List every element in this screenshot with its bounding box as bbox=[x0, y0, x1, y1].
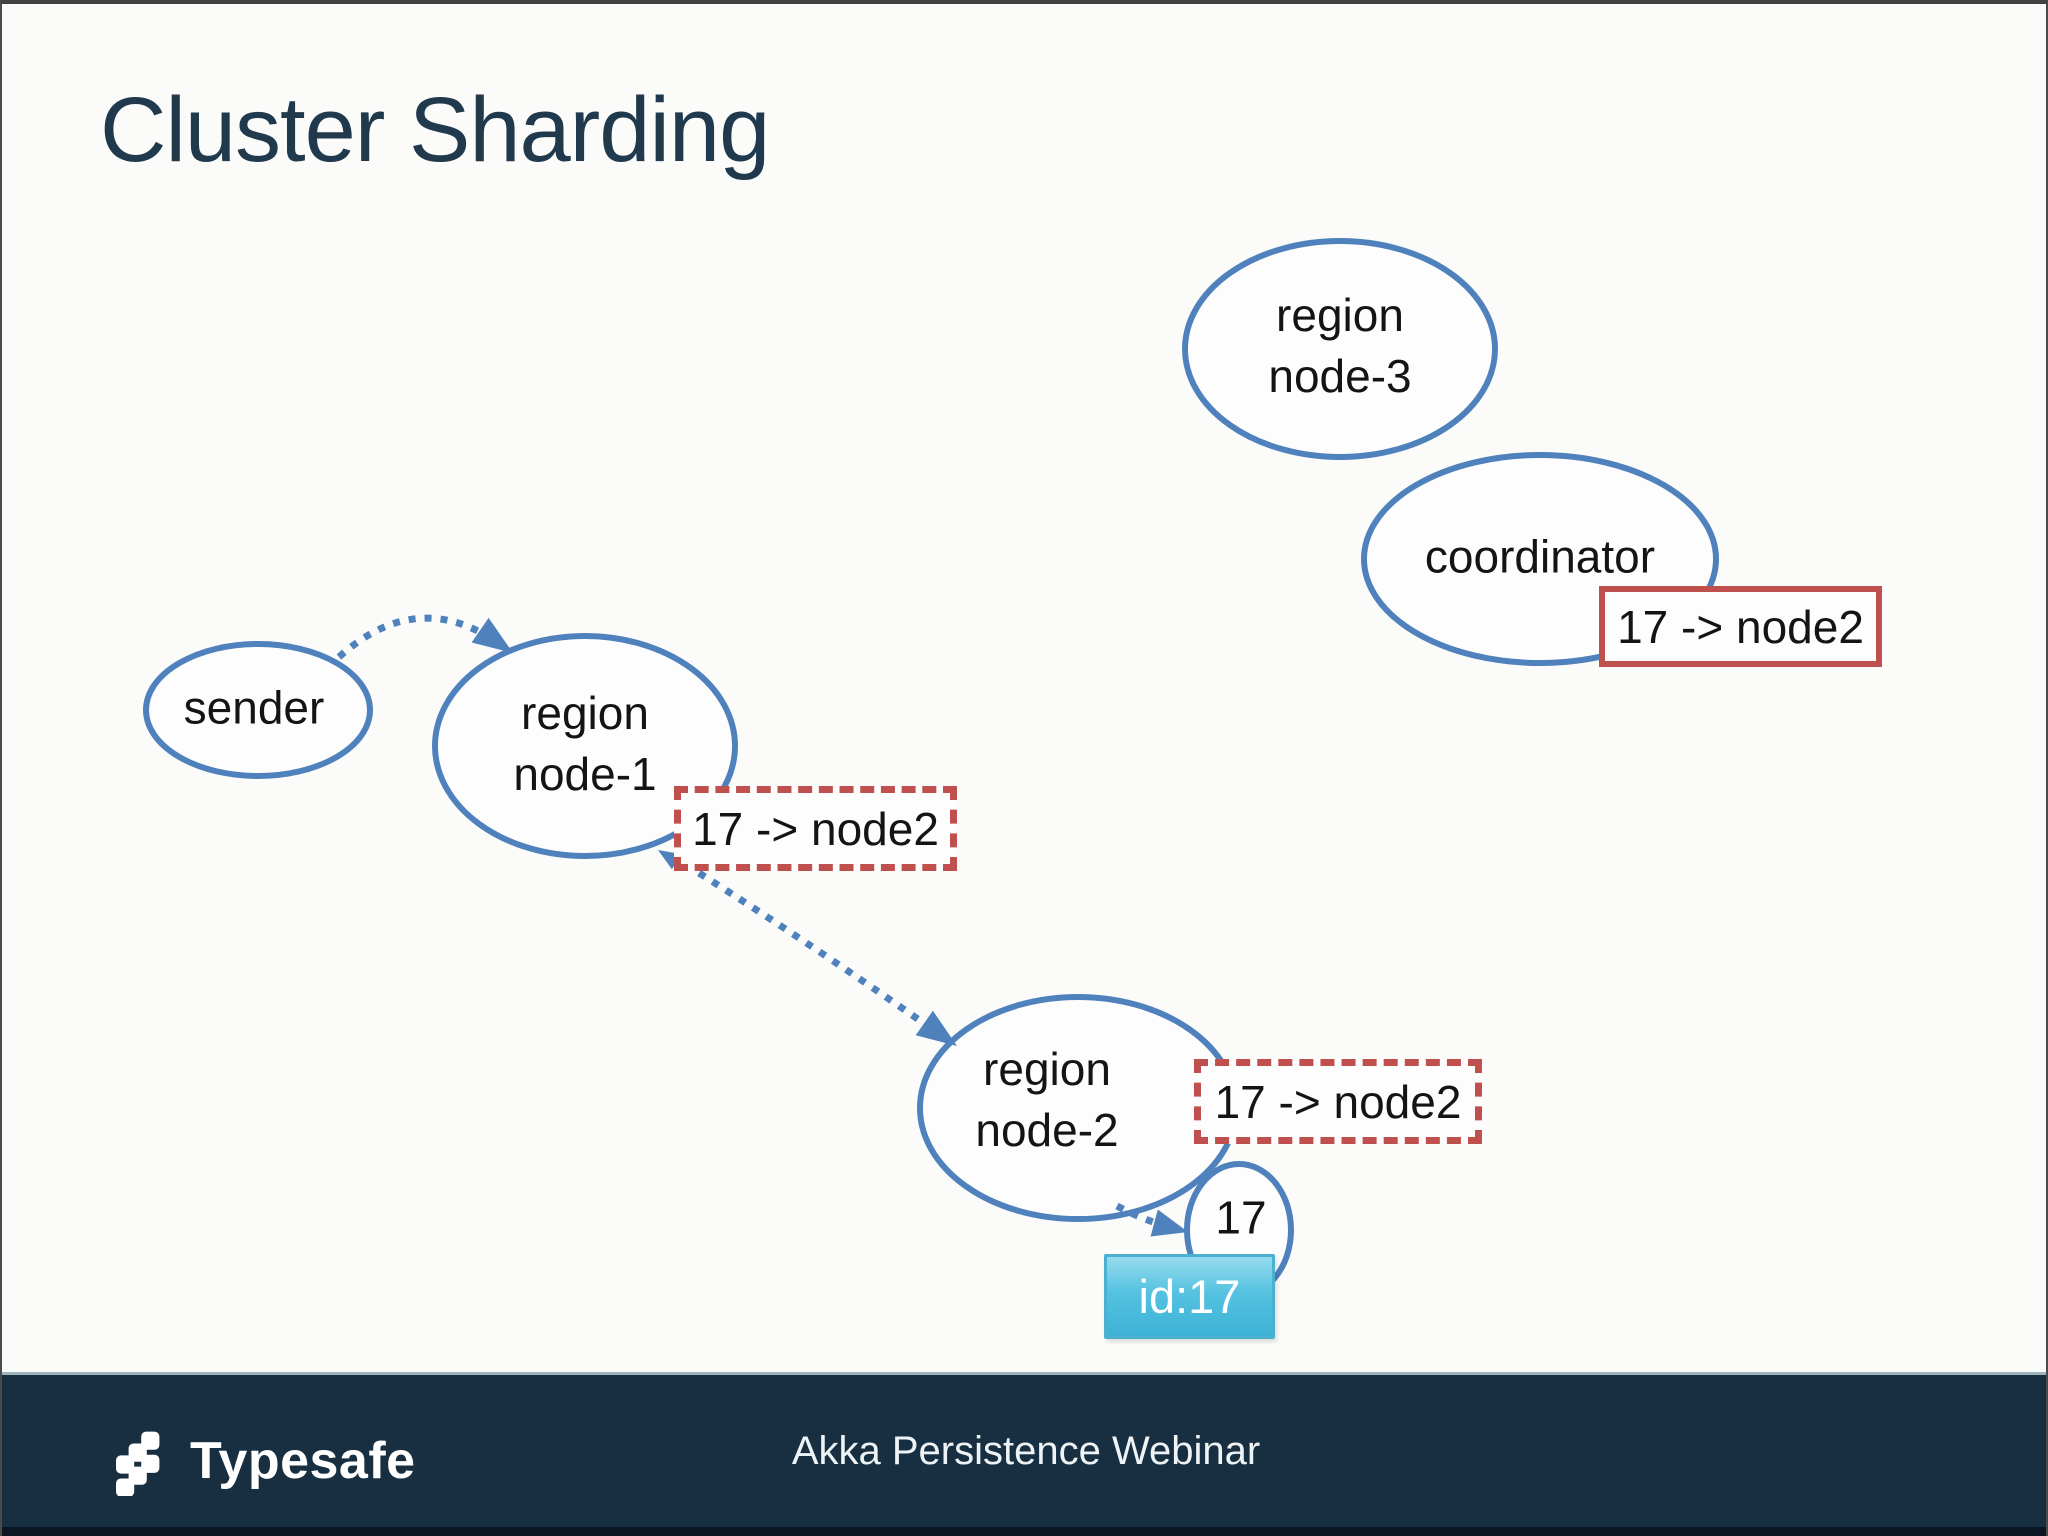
brand-name: Typesafe bbox=[190, 1432, 416, 1490]
page-title: Cluster Sharding bbox=[100, 79, 770, 181]
typesafe-brand: Typesafe bbox=[102, 1425, 416, 1497]
entity-id-badge: id:17 bbox=[1104, 1254, 1275, 1339]
footer-bottom-strip bbox=[2, 1527, 2046, 1536]
coordinator-mapping-badge: 17 -> node2 bbox=[1599, 586, 1882, 667]
arrow-node1-to-node2 bbox=[670, 853, 945, 1039]
typesafe-logo-icon bbox=[116, 1431, 160, 1496]
sender-label: sender bbox=[183, 681, 325, 734]
footer-bar: Akka Persistence Webinar Typesafe bbox=[2, 1372, 2046, 1536]
sender-ellipse bbox=[143, 641, 373, 779]
region-node3-label: region node-3 bbox=[1268, 289, 1412, 402]
footer-caption: Akka Persistence Webinar bbox=[791, 1428, 1261, 1473]
node1-mapping-badge: 17 -> node2 bbox=[674, 786, 957, 871]
shard17-label: 17 bbox=[1215, 1191, 1267, 1244]
arrowhead-node1-to-node2 bbox=[915, 1010, 957, 1046]
region-node1-ellipse bbox=[432, 633, 738, 859]
coordinator-label: coordinator bbox=[1424, 530, 1656, 583]
cluster-diagram bbox=[143, 238, 1719, 1299]
arrowhead-node2-to-shard17 bbox=[1150, 1209, 1188, 1237]
region-node1-label: region node-1 bbox=[513, 687, 657, 800]
region-node2-label: region node-2 bbox=[975, 1043, 1119, 1156]
node2-mapping-badge: 17 -> node2 bbox=[1194, 1059, 1482, 1144]
arrowhead-sender-to-node1 bbox=[471, 617, 513, 653]
region-node3-ellipse bbox=[1182, 238, 1498, 460]
arrow-node2-to-shard17 bbox=[1115, 1202, 1175, 1232]
arrow-sender-to-node1 bbox=[336, 614, 500, 660]
